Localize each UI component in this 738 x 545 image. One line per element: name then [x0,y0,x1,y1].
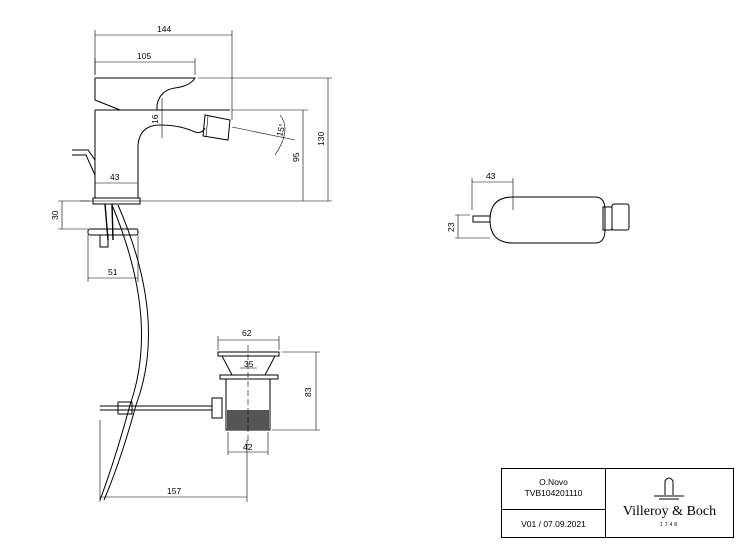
dim-130: 130 [316,132,326,146]
fountain-logo-icon [654,477,684,500]
dim-157: 157 [167,486,181,496]
brand-name: Villeroy & Boch [622,504,717,519]
dim-30: 30 [50,210,60,220]
dim-83: 83 [303,387,313,397]
hose [99,204,143,501]
dim-42: 42 [243,442,253,452]
dim-angle: 15° [274,123,287,138]
brand-logo: Villeroy & Boch 1748 [606,469,733,537]
dim-43: 43 [110,172,120,182]
dim-105: 105 [137,51,151,61]
dim-16: 16 [150,114,160,124]
dim-35: 35 [244,359,254,369]
article-number: TVB104201110 [524,488,583,498]
dim-62: 62 [242,328,252,338]
brand-year: 1748 [659,522,680,528]
title-block: O.Novo TVB104201110 V01 / 07.09.2021 Vil… [501,468,734,538]
faucet-side-view [72,77,231,248]
dim-144: 144 [157,24,171,34]
dim-23: 23 [446,222,456,232]
dim-95: 95 [291,152,301,162]
dim-51: 51 [108,267,118,277]
dim-top-43: 43 [486,171,496,181]
product-name: O.Novo [539,477,568,487]
faucet-top-view [455,178,630,244]
version-date: V01 / 07.09.2021 [521,519,586,529]
pop-up-waste [100,345,280,445]
